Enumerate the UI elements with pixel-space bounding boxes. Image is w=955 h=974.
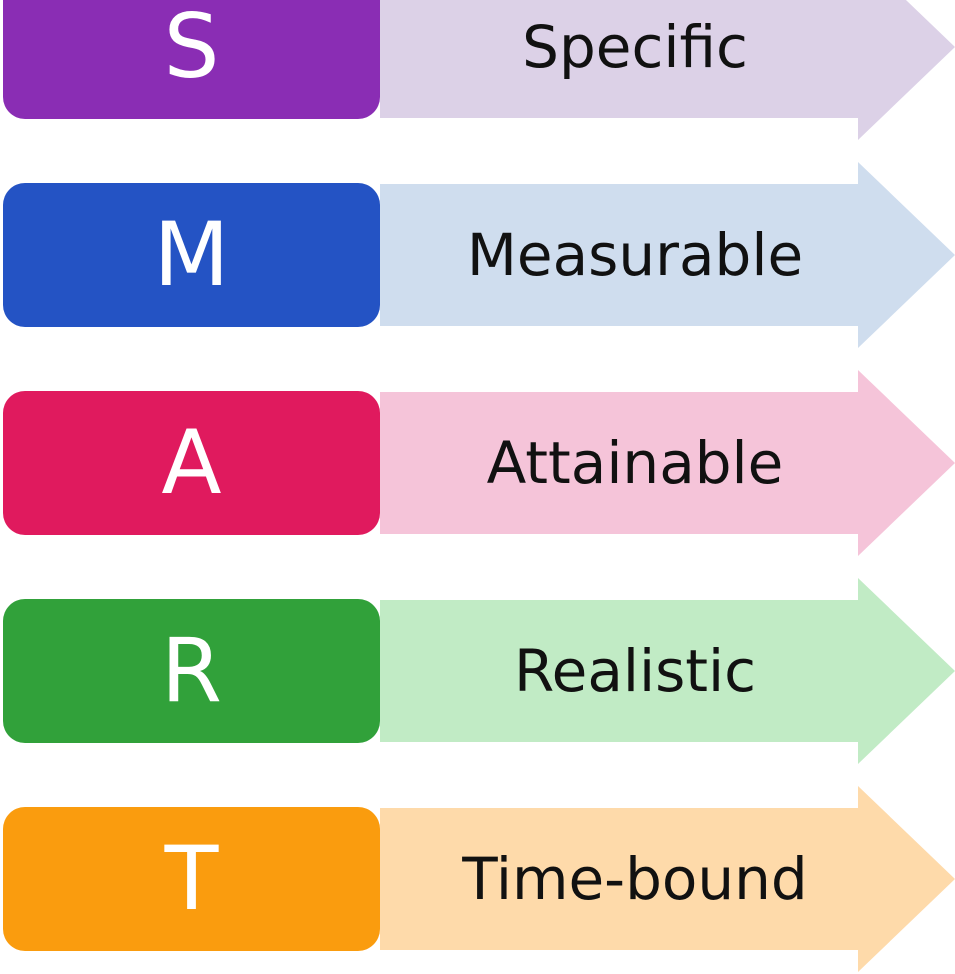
arrow-label-m: Measurable [466, 221, 804, 289]
letter-box-m: M [3, 183, 380, 327]
arrow-shape-a [380, 370, 955, 556]
arrow-label-s: Specific [522, 13, 748, 81]
arrow-polygon [380, 578, 955, 764]
row-r: Realistic R [0, 576, 955, 766]
letter-box-a: A [3, 391, 380, 535]
arrow-label-r: Realistic [513, 637, 757, 705]
row-a: Attainable A [0, 368, 955, 558]
arrow-r: Realistic [380, 576, 955, 766]
arrow-shape-m [380, 162, 955, 348]
row-t: Time-bound T [0, 784, 955, 974]
arrow-polygon [380, 370, 955, 556]
row-s: Specific S [0, 0, 955, 142]
arrow-label-t: Time-bound [462, 845, 808, 913]
arrow-s: Specific [380, 0, 955, 142]
letter-m: M [153, 203, 230, 306]
arrow-shape-s [380, 0, 955, 140]
arrow-t: Time-bound [380, 784, 955, 974]
arrow-polygon [380, 786, 955, 972]
arrow-label-a: Attainable [486, 429, 784, 497]
arrow-shape-r [380, 578, 955, 764]
letter-t: T [164, 827, 219, 930]
letter-s: S [163, 0, 220, 98]
arrow-m: Measurable [380, 160, 955, 350]
letter-box-t: T [3, 807, 380, 951]
row-m: Measurable M [0, 160, 955, 350]
letter-r: R [160, 619, 223, 722]
arrow-polygon [380, 0, 955, 140]
arrow-polygon [380, 162, 955, 348]
letter-a: A [161, 411, 222, 514]
letter-box-s: S [3, 0, 380, 119]
arrow-shape-t [380, 786, 955, 972]
letter-box-r: R [3, 599, 380, 743]
arrow-a: Attainable [380, 368, 955, 558]
